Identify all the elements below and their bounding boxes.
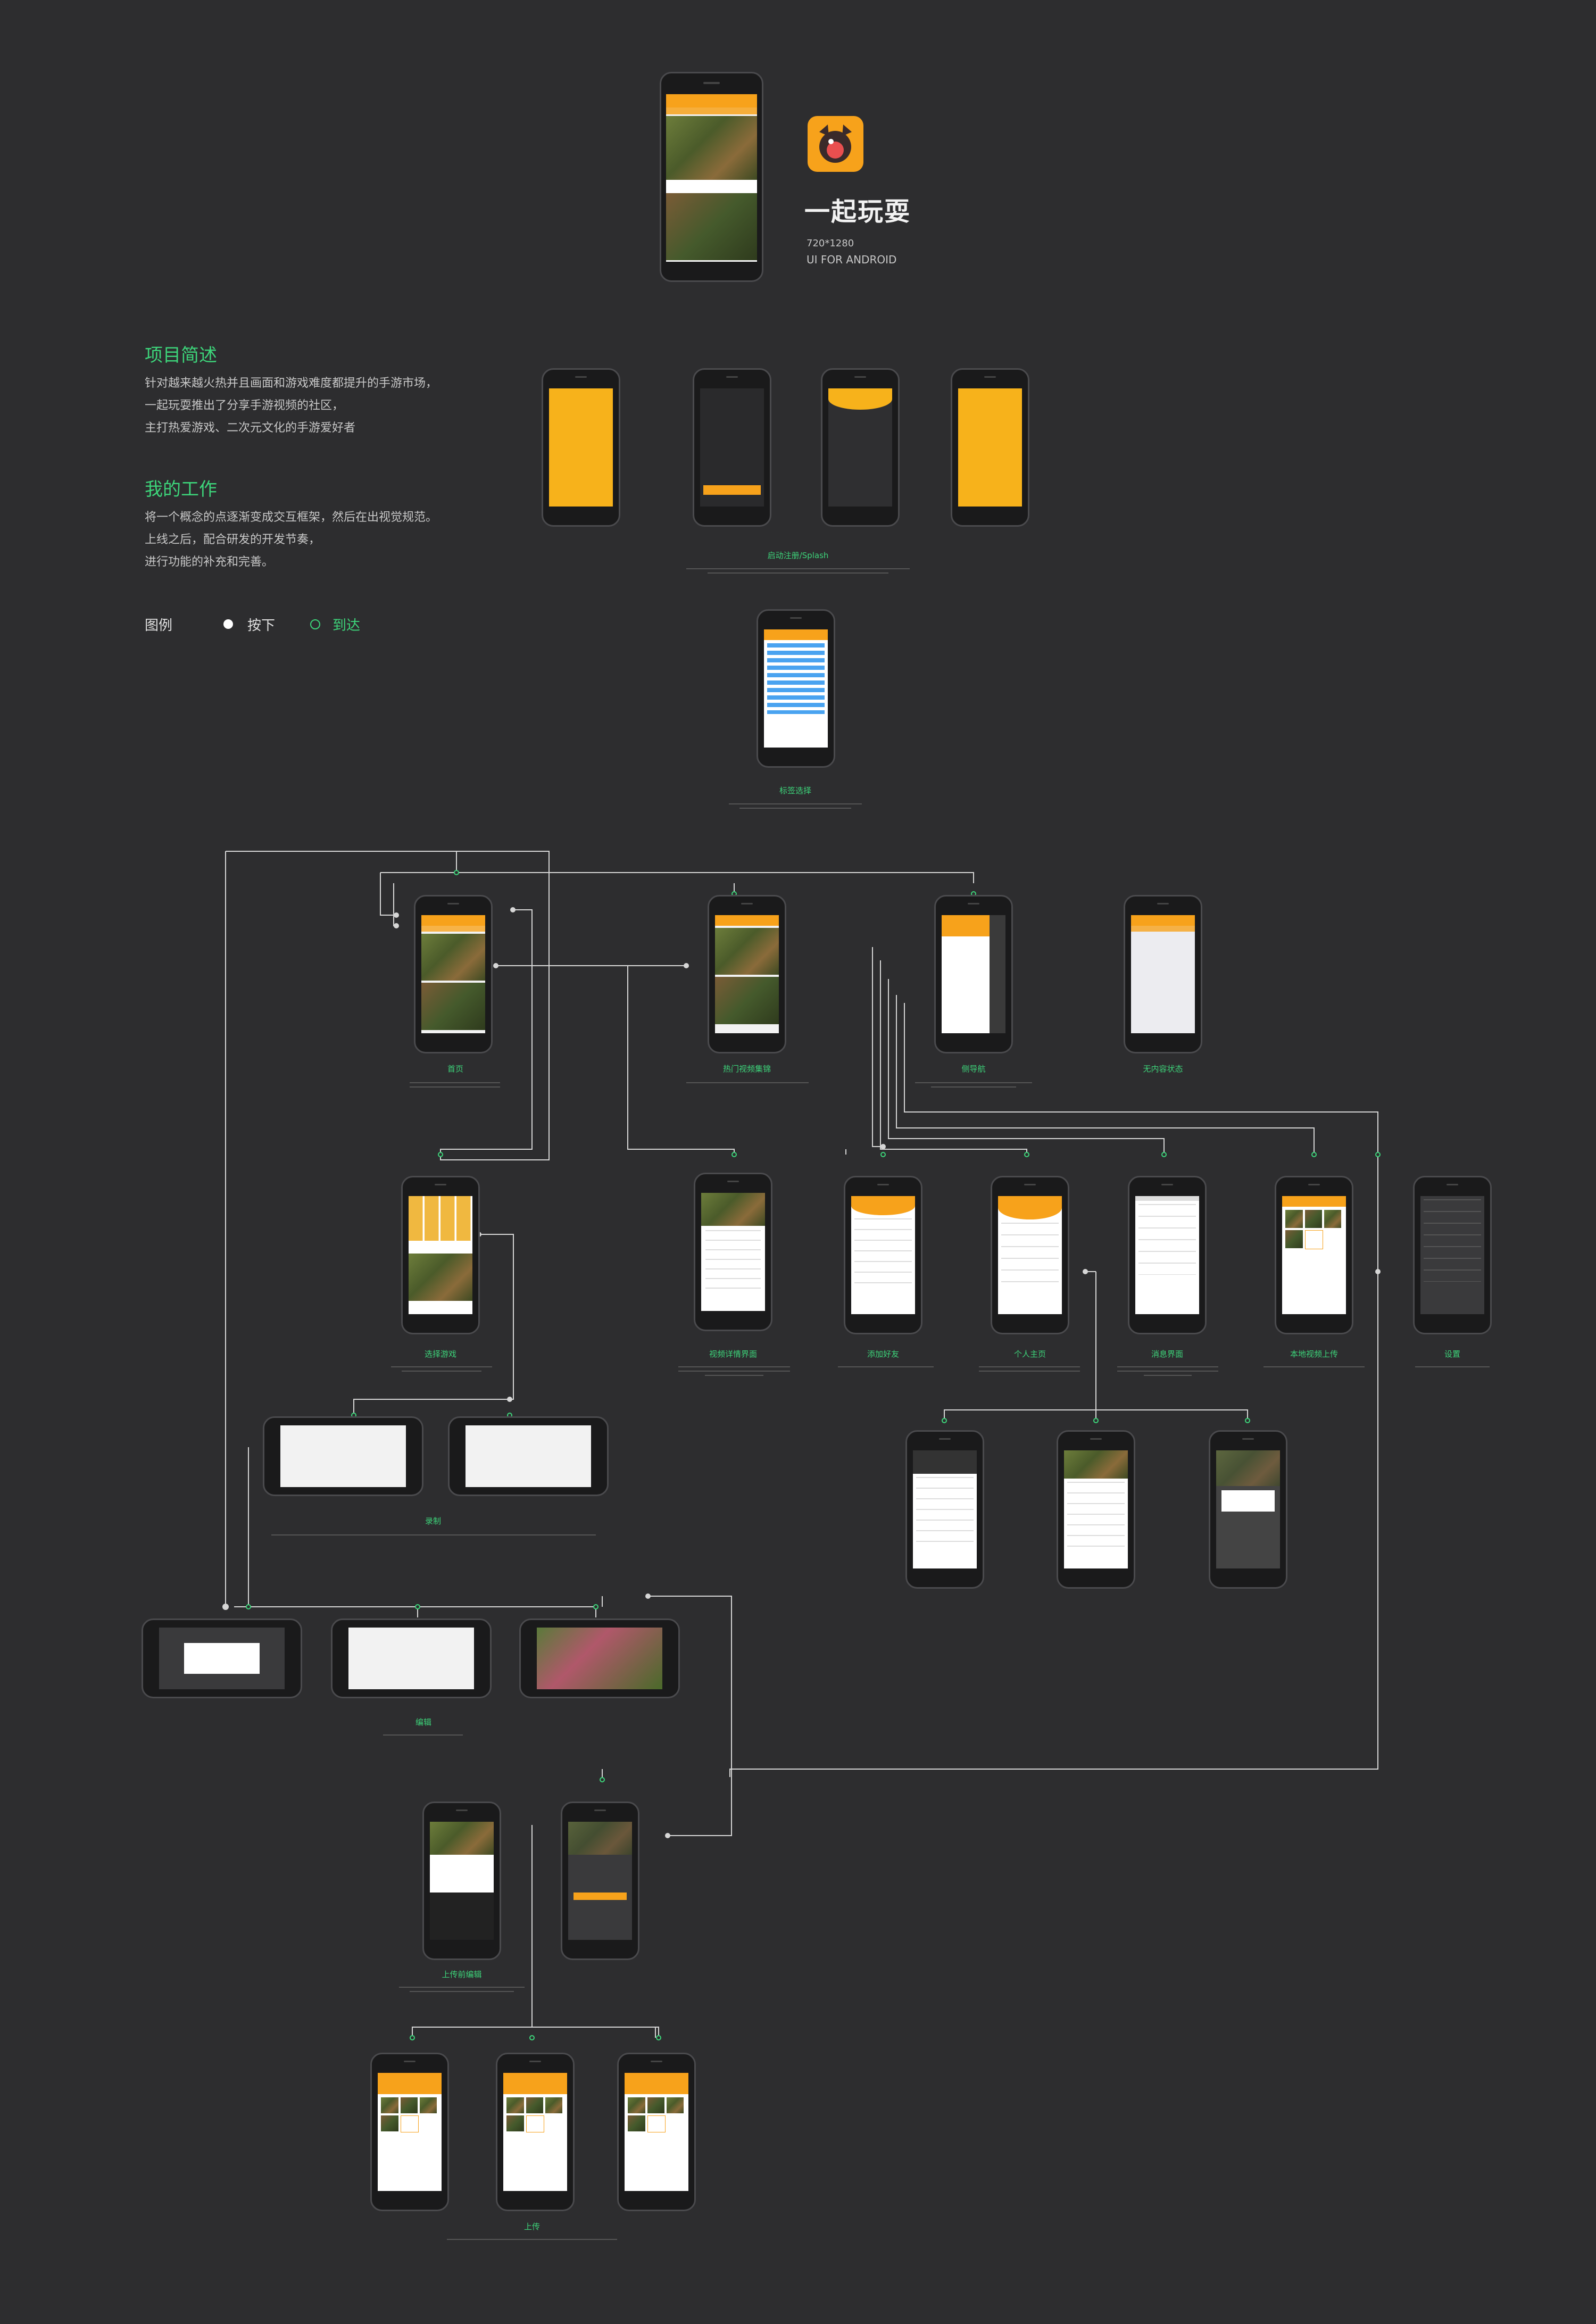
app-resolution: 720*1280 [807,238,854,249]
caption-messages: 消息界面 [1151,1349,1183,1359]
work-title: 我的工作 [145,479,217,500]
upload-phone-3 [617,2053,696,2211]
caption-splash: 启动注册/Splash [767,551,829,560]
desc-select-game [391,1363,492,1380]
add-friend-phone [844,1176,922,1334]
desc-profile [979,1363,1080,1380]
profile-phone [991,1176,1069,1334]
desc-hot [686,1079,809,1088]
splash-phone-3 [821,368,900,527]
hot-phone [708,895,786,1053]
intro-title: 项目简述 [145,345,217,366]
filled-dot-icon [223,619,233,629]
friend-detail-phone-1 [905,1430,984,1589]
desc-add-friend [838,1363,934,1372]
splash-phone-1 [542,368,620,527]
legend-arrive: 到达 [332,618,361,634]
record-phone-1 [263,1416,423,1496]
record-phone-2 [448,1416,609,1496]
caption-drawer: 侧导航 [961,1064,986,1074]
caption-settings: 设置 [1444,1349,1460,1359]
drawer-phone [934,895,1013,1053]
pre-upload-phone-2 [561,1802,639,1960]
desc-messages [1117,1363,1218,1389]
tags-phone [757,609,835,768]
caption-tags: 标签选择 [779,786,811,795]
edit-phone-3 [519,1618,680,1698]
messages-phone [1128,1176,1207,1334]
caption-add-friend: 添加好友 [867,1349,899,1359]
desc-pre-upload [399,1983,525,2001]
app-logo-icon [808,116,863,172]
local-upload-phone [1275,1176,1353,1334]
caption-local-upload: 本地视频上传 [1290,1349,1338,1359]
empty-phone [1124,895,1202,1053]
legend-press: 按下 [247,618,276,634]
friend-detail-phone-3 [1209,1430,1287,1589]
caption-select-game: 选择游戏 [424,1349,456,1359]
edit-phone-2 [331,1618,492,1698]
hero-phone-mockup [660,72,763,282]
app-name: 一起玩耍 [804,197,911,227]
caption-record: 录制 [425,1516,441,1526]
splash-phone-2 [693,368,771,527]
desc-upload [447,2236,617,2244]
work-text: 将一个概念的点逐渐变成交互框架，然后在出视觉规范。 上线之后，配合研发的开发节奏… [145,511,438,569]
settings-phone [1413,1176,1492,1334]
friend-detail-phone-2 [1057,1430,1135,1589]
caption-profile: 个人主页 [1013,1349,1046,1359]
desc-edit [383,1731,463,1740]
desc-tags [724,800,867,816]
hollow-dot-icon [310,619,320,629]
desc-record [271,1531,596,1540]
desc-local-upload [1264,1363,1365,1372]
edit-phone-1 [142,1618,302,1698]
caption-home: 首页 [447,1064,463,1074]
video-detail-phone [694,1173,772,1331]
select-game-phone [401,1176,480,1334]
desc-splash [665,565,931,582]
caption-hot: 热门视频集锦 [722,1064,771,1074]
desc-drawer [915,1079,1032,1096]
upload-phone-1 [370,2053,449,2211]
caption-empty: 无内容状态 [1143,1064,1183,1074]
desc-video-detail [678,1363,790,1389]
pre-upload-phone-1 [422,1802,501,1960]
desc-home [399,1079,511,1096]
desc-settings [1415,1363,1490,1372]
caption-pre-upload: 上传前编辑 [442,1970,482,1979]
intro-text: 针对越来越火热并且画面和游戏难度都提升的手游市场， 一起玩耍推出了分享手游视频的… [145,377,438,435]
home-phone [414,895,493,1053]
upload-phone-2 [496,2053,575,2211]
caption-video-detail: 视频详情界面 [709,1349,757,1359]
app-platform: UI FOR ANDROID [807,253,897,266]
legend-label: 图例 [145,618,173,634]
caption-upload: 上传 [523,2222,540,2231]
caption-edit: 编辑 [415,1717,431,1727]
splash-phone-4 [951,368,1029,527]
